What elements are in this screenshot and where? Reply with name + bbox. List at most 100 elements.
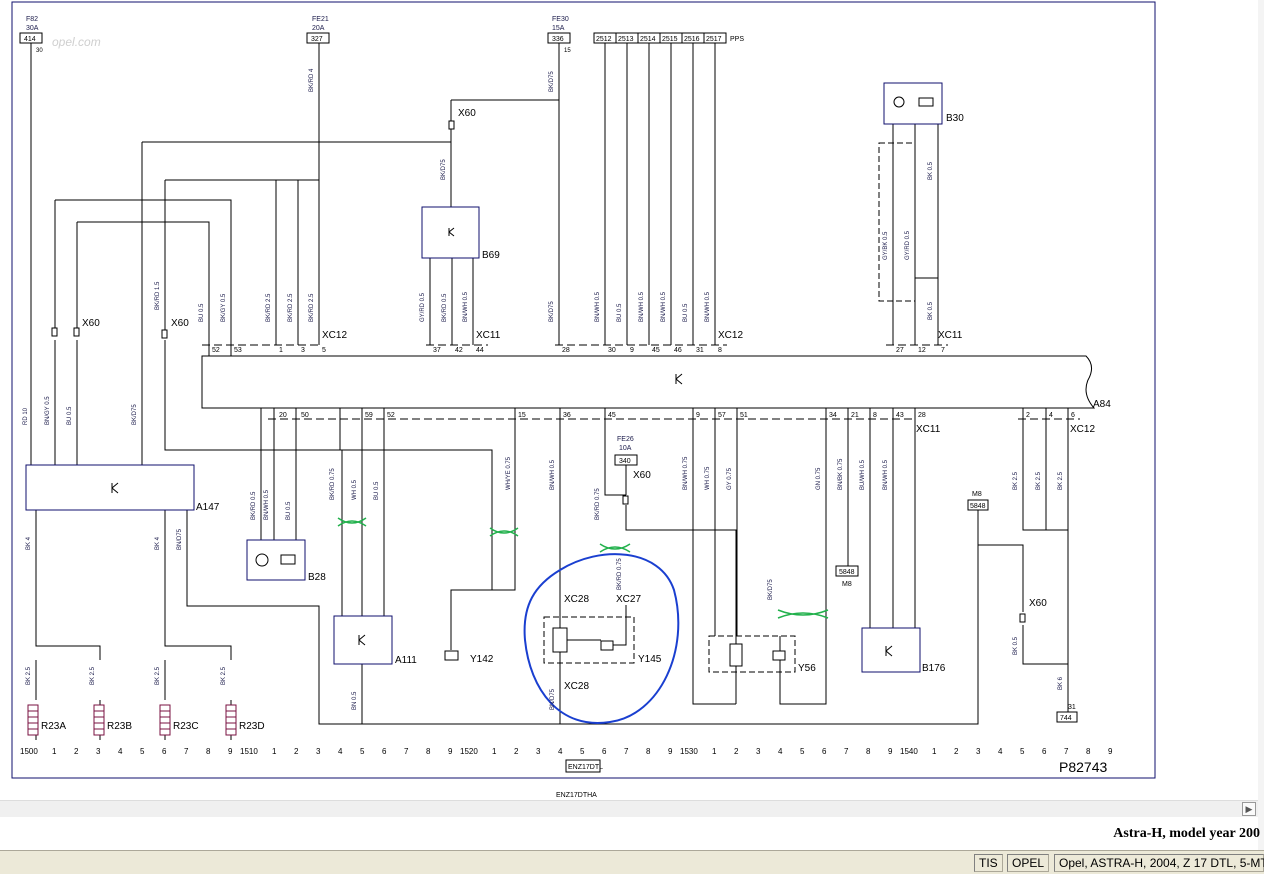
wire-label: BN/WH 0.5 xyxy=(463,291,469,322)
ruler-digit: 1 xyxy=(712,747,717,756)
b28-label: B28 xyxy=(308,572,326,583)
wire-label: BU 0.5 xyxy=(683,303,689,322)
wire-label: BK/RD 0.5 xyxy=(442,293,448,322)
y142-valve: Y142 xyxy=(444,650,494,665)
x60-label-2: X60 xyxy=(82,318,100,329)
a84-label: A84 xyxy=(1093,399,1111,410)
ground-labels: M8 5848 5848 M8 31 744 xyxy=(835,491,1078,723)
ruler-digit: 7 xyxy=(184,747,189,756)
wire-label: GY/RD 0.5 xyxy=(905,230,911,260)
wire-label: BU 0.5 xyxy=(199,303,205,322)
fuse-fe21-name: FE21 xyxy=(312,16,329,23)
wire-label: BK/RD 0.75 xyxy=(595,488,601,520)
wire-label: BU 0.5 xyxy=(286,501,292,520)
xc12-label-2: XC12 xyxy=(718,330,743,341)
ruler-digit: 9 xyxy=(888,747,893,756)
wire-label: RD 10 xyxy=(23,407,29,425)
wire-label: BK 6 xyxy=(1058,676,1064,690)
code-enz17dtha: ENZ17DTHA xyxy=(556,792,597,799)
ruler-digit: 6 xyxy=(162,747,167,756)
ruler-digit: 6 xyxy=(382,747,387,756)
a84-bottom-pin: 43 xyxy=(896,412,904,419)
ground-31-label: 31 xyxy=(1068,704,1076,711)
wire-label: BK 2.5 xyxy=(90,666,96,685)
pps-code: 2517 xyxy=(706,36,722,43)
y145-label: Y145 xyxy=(638,654,662,665)
resistor-body xyxy=(159,704,171,736)
a84-top-pin: 28 xyxy=(562,347,570,354)
wire-label: BK/RD 4 xyxy=(309,68,315,92)
resistor-body xyxy=(93,704,105,736)
wire-label: BK 0.5 xyxy=(928,161,934,180)
vertical-scrollbar[interactable] xyxy=(1258,0,1264,850)
ruler-digit: 2 xyxy=(294,747,299,756)
wire-label: BK 0.5 xyxy=(928,301,934,320)
a84-top-pin: 46 xyxy=(674,347,682,354)
wire-label: BN/D75 xyxy=(177,528,183,550)
ruler-digit: 3 xyxy=(756,747,761,756)
xc-labels: XC12 XC11 XC12 XC11 XC11 XC12 xyxy=(322,330,1095,435)
wire-label: BK 2.5 xyxy=(1013,471,1019,490)
wire-label: BN/WH 0.5 xyxy=(595,291,601,322)
resistor-label: R23B xyxy=(107,721,132,732)
a111-label: A111 xyxy=(395,655,417,666)
ground-m8b-label: M8 xyxy=(842,581,852,588)
wire-label: BK/RD 2.5 xyxy=(266,293,272,322)
xc12-label-1: XC12 xyxy=(322,330,347,341)
wire-label: BK/RD 0.75 xyxy=(617,558,623,590)
scroll-right-arrow-icon[interactable]: ▶ xyxy=(1242,802,1256,816)
fuse-f82-name: F82 xyxy=(26,16,38,23)
x60-label-1: X60 xyxy=(458,108,476,119)
ruler-group: 1530 xyxy=(680,747,698,756)
ruler-digit: 4 xyxy=(998,747,1003,756)
fuse-fe26-rating: 10A xyxy=(619,445,632,452)
xc28-bottom-label: XC28 xyxy=(564,681,589,692)
a84-bottom-pin: 9 xyxy=(696,412,700,419)
wire-label: BK/RD 0.5 xyxy=(251,491,257,520)
a84-top-pin: 9 xyxy=(630,347,634,354)
a84-bottom-pin: 8 xyxy=(873,412,877,419)
ruler-group: 1500 xyxy=(20,747,38,756)
b69-label: B69 xyxy=(482,250,500,261)
pps-code: 2515 xyxy=(662,36,678,43)
wire-label: BK/RD 1.5 xyxy=(155,281,161,310)
a84-top-pin: 31 xyxy=(696,347,704,354)
ruler-digit: 5 xyxy=(800,747,805,756)
horizontal-scrollbar[interactable]: ▶ xyxy=(0,800,1258,817)
fuse-fe26-name: FE26 xyxy=(617,436,634,443)
resistor-body xyxy=(27,704,39,736)
wire-label: BU/WH 0.5 xyxy=(860,459,866,490)
ruler-digit: 4 xyxy=(338,747,343,756)
wire-label: BK/D75 xyxy=(768,579,774,600)
b176-sensor: B176 xyxy=(861,627,946,674)
a84-top-pin: 1 xyxy=(279,347,283,354)
status-opel: OPEL xyxy=(1007,854,1050,872)
a84-bottom-pin: 52 xyxy=(387,412,395,419)
ruler-digit: 3 xyxy=(316,747,321,756)
a84-top-pin: 42 xyxy=(455,347,463,354)
ground-m8-code: 5848 xyxy=(970,503,986,510)
wire-label: GY 0.75 xyxy=(727,467,733,490)
ruler-digit: 1 xyxy=(272,747,277,756)
wire-label: BK/RD 2.5 xyxy=(309,293,315,322)
wire-label: BU 0.5 xyxy=(67,406,73,425)
a84-bottom-pin: 36 xyxy=(563,412,571,419)
ruler-digit: 4 xyxy=(558,747,563,756)
wire-label: BK 2.5 xyxy=(221,666,227,685)
a84-module: A84 xyxy=(201,355,1111,410)
bottom-codes: ENZ17DTL ENZ17DTHA xyxy=(556,759,606,800)
fuse-fe21-rating: 20A xyxy=(312,25,325,32)
fuse-fe30-code: 336 xyxy=(552,36,564,43)
a147-module: A147 xyxy=(25,464,220,513)
xc11-label-1: XC11 xyxy=(476,330,501,341)
wire-label: WH 0.75 xyxy=(705,466,711,490)
fuse-fe21: FE21 20A 327 xyxy=(306,16,330,44)
status-vehicle: Opel, ASTRA-H, 2004, Z 17 DTL, 5-MT xyxy=(1054,854,1264,872)
a84-top-pin: 45 xyxy=(652,347,660,354)
wire-label: BN/WH 0.5 xyxy=(883,459,889,490)
wire-label: BN 0.5 xyxy=(352,691,358,710)
ruler-digit: 7 xyxy=(624,747,629,756)
